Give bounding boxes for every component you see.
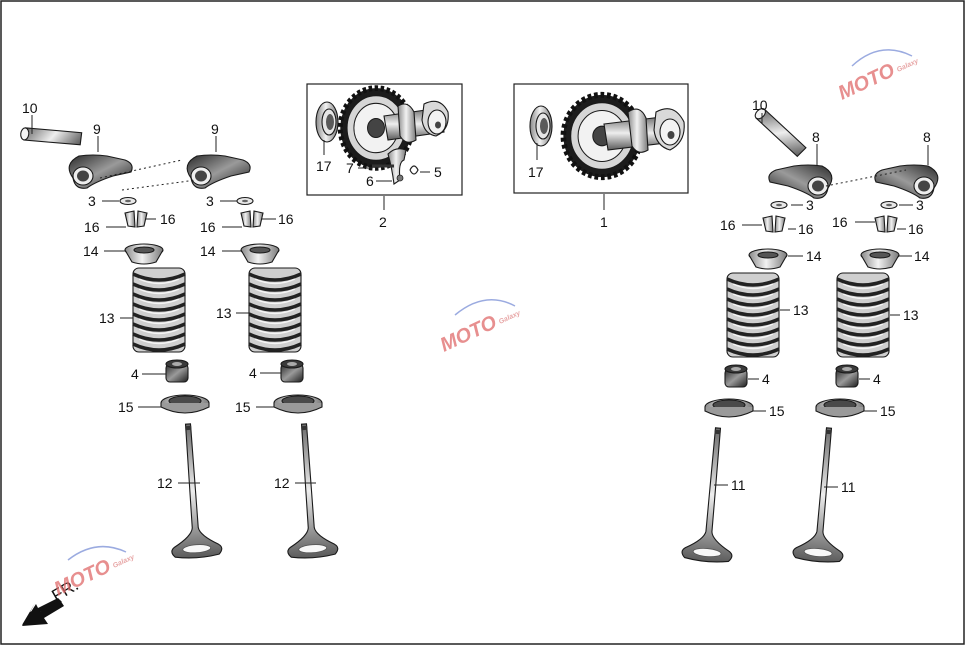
- callout-labels: 10 9 9 3 3 16 16 16 16 14 14 13 13 4 4 1…: [22, 97, 931, 495]
- spring-seat-left-b: [273, 394, 323, 414]
- callout-4: 4: [873, 371, 881, 387]
- shim-left-a: [119, 196, 137, 206]
- right-valve-assembly: [680, 99, 939, 565]
- rocker-axis-dotted-right: [825, 169, 907, 187]
- callout-13: 13: [793, 302, 809, 318]
- callout-11: 11: [731, 477, 746, 493]
- callout-4: 4: [762, 371, 770, 387]
- spring-seat-right-b: [815, 398, 865, 418]
- camshaft-box2: [383, 100, 449, 143]
- callout-13: 13: [216, 305, 232, 321]
- leader-lines: [31, 113, 929, 488]
- callout-3: 3: [88, 193, 96, 209]
- callout-16: 16: [84, 219, 100, 235]
- callout-11: 11: [841, 479, 856, 495]
- spring-left-a: [131, 266, 187, 354]
- callout-9: 9: [211, 121, 219, 137]
- callout-12: 12: [157, 475, 173, 491]
- callout-16: 16: [278, 211, 294, 227]
- spring-right-b: [835, 271, 891, 359]
- stem-seal-right-b: [835, 364, 859, 388]
- callout-8: 8: [923, 129, 931, 145]
- camshaft-box-1: [513, 83, 689, 194]
- stem-seal-right-a: [724, 364, 748, 388]
- callout-3: 3: [206, 193, 214, 209]
- spring-left-b: [247, 266, 303, 354]
- callout-13: 13: [903, 307, 919, 323]
- camshaft-box-2: [306, 83, 463, 196]
- callout-7: 7: [346, 160, 354, 176]
- callout-15: 15: [769, 403, 785, 419]
- callout-16: 16: [798, 221, 814, 237]
- spring-seat-left-a: [160, 394, 210, 414]
- callout-12: 12: [274, 475, 290, 491]
- callout-9: 9: [93, 121, 101, 137]
- decomp-lever: [372, 148, 419, 185]
- callout-16: 16: [832, 214, 848, 230]
- shim-right-b: [880, 200, 898, 210]
- shim-right-a: [770, 200, 788, 210]
- callout-16: 16: [160, 211, 176, 227]
- callout-3: 3: [916, 197, 924, 213]
- rocker-axis-dotted-left: [99, 159, 197, 191]
- callout-16: 16: [720, 217, 736, 233]
- callout-16: 16: [200, 219, 216, 235]
- callout-17: 17: [316, 158, 332, 174]
- oil-seal-box1: [529, 105, 553, 147]
- callout-4: 4: [131, 366, 139, 382]
- callout-15: 15: [118, 399, 134, 415]
- callout-6: 6: [366, 173, 374, 189]
- callout-14: 14: [200, 243, 216, 259]
- spring-seat-right-a: [704, 398, 754, 418]
- callout-14: 14: [806, 248, 822, 264]
- callout-14: 14: [914, 248, 930, 264]
- left-valve-assembly: [14, 99, 339, 560]
- callout-1: 1: [600, 214, 608, 230]
- box-2-frame: [306, 83, 463, 196]
- callout-3: 3: [806, 197, 814, 213]
- callout-10: 10: [752, 97, 768, 113]
- front-arrow-head-icon: [22, 600, 64, 626]
- spring-right-a: [725, 271, 781, 359]
- callout-13: 13: [99, 310, 115, 326]
- callout-14: 14: [83, 243, 99, 259]
- stem-seal-left-a: [165, 359, 189, 383]
- callout-4: 4: [249, 365, 257, 381]
- camshaft-box1: [603, 108, 685, 153]
- shim-left-b: [236, 196, 254, 206]
- callout-15: 15: [880, 403, 896, 419]
- callout-2: 2: [379, 214, 387, 230]
- callout-15: 15: [235, 399, 251, 415]
- callout-17: 17: [528, 164, 544, 180]
- oil-seal-box2: [315, 101, 339, 143]
- callout-10: 10: [22, 100, 38, 116]
- stem-seal-left-b: [280, 359, 304, 383]
- box-1-frame: [513, 83, 689, 194]
- callout-16: 16: [908, 221, 924, 237]
- callout-5: 5: [434, 164, 442, 180]
- callout-8: 8: [812, 129, 820, 145]
